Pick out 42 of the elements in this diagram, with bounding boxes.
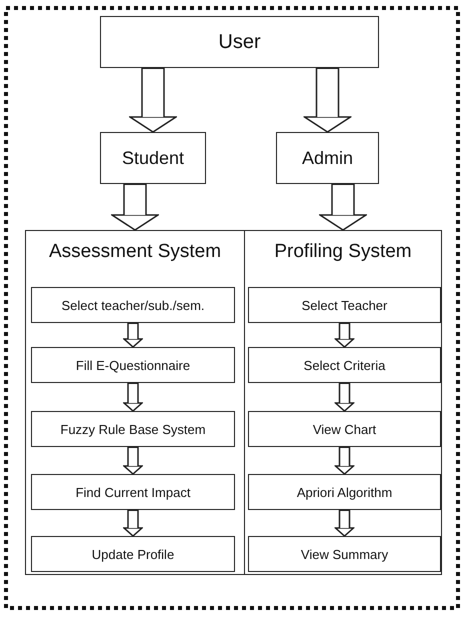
process-box bbox=[31, 474, 235, 510]
box-label: View Summary bbox=[300, 546, 388, 562]
system-panel bbox=[25, 230, 245, 575]
process-box bbox=[31, 347, 235, 383]
block-arrow bbox=[111, 184, 159, 231]
block-arrow bbox=[334, 447, 354, 475]
box-label: Select Criteria bbox=[304, 358, 386, 372]
box-label: Student bbox=[122, 148, 184, 168]
block-arrow bbox=[334, 323, 354, 348]
box-label: Select Teacher bbox=[302, 298, 388, 312]
box-label: Apriori Algorithm bbox=[296, 484, 392, 500]
box-label: View Chart bbox=[312, 422, 376, 436]
process-box bbox=[248, 411, 441, 447]
process-box bbox=[100, 132, 206, 184]
block-arrow bbox=[334, 510, 354, 537]
box-label: Select teacher/sub./sem. bbox=[61, 298, 205, 312]
box-label: Fuzzy Rule Base System bbox=[60, 422, 206, 436]
panel-heading: Profiling System bbox=[273, 241, 413, 263]
block-arrow bbox=[123, 383, 143, 412]
process-box bbox=[100, 16, 379, 68]
block-arrow bbox=[304, 68, 352, 133]
process-box bbox=[31, 287, 235, 323]
block-arrow bbox=[123, 510, 143, 537]
process-box bbox=[276, 132, 379, 184]
box-label: User bbox=[218, 30, 261, 54]
block-arrow bbox=[129, 68, 177, 133]
box-label: Fill E-Questionnaire bbox=[76, 358, 190, 372]
box-label: Update Profile bbox=[92, 546, 174, 562]
process-box bbox=[248, 474, 441, 510]
block-arrow bbox=[334, 383, 354, 412]
process-box bbox=[31, 536, 235, 572]
box-label: Admin bbox=[302, 148, 354, 168]
process-box bbox=[248, 287, 441, 323]
process-box bbox=[31, 411, 235, 447]
system-panel bbox=[244, 230, 442, 575]
box-label: Find Current Impact bbox=[76, 484, 190, 500]
block-arrow bbox=[319, 184, 367, 231]
panel-heading: Assessment System bbox=[48, 241, 222, 263]
block-arrow bbox=[123, 323, 143, 348]
process-box bbox=[248, 536, 441, 572]
process-box bbox=[248, 347, 441, 383]
block-arrow bbox=[123, 447, 143, 475]
